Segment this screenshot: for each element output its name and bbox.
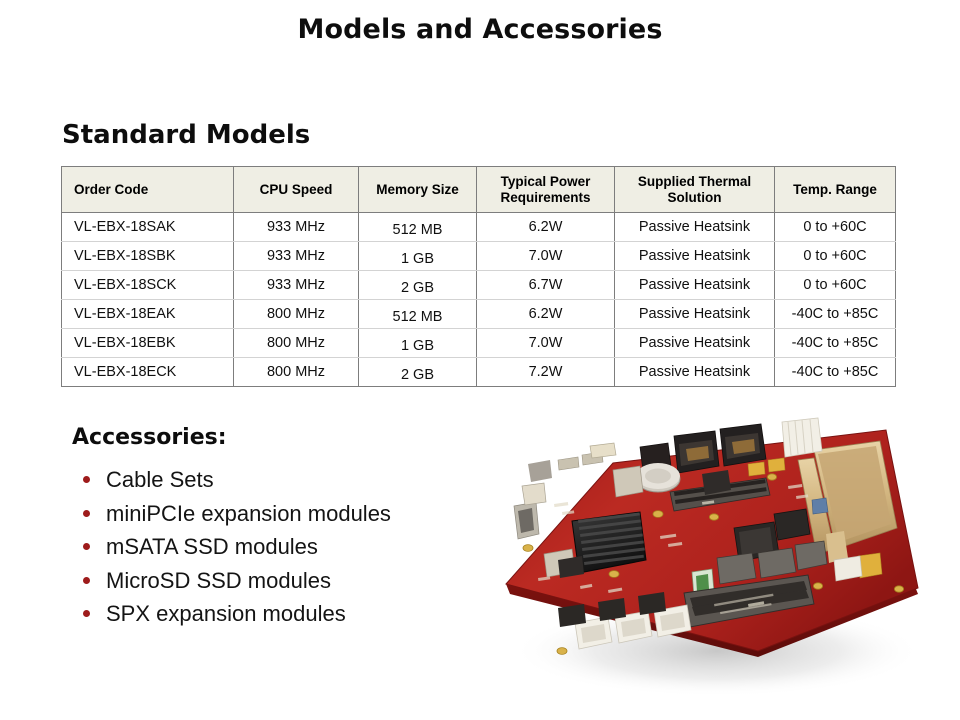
- table-header-row: Order Code CPU Speed Memory Size Typical…: [61, 166, 896, 213]
- cell-cpu-speed: 933 MHz: [233, 241, 359, 271]
- accessories-heading: Accessories:: [72, 425, 227, 450]
- cell-order-code: VL-EBX-18EBK: [61, 328, 234, 358]
- cell-power: 6.2W: [476, 299, 615, 329]
- list-item-label: miniPCIe expansion modules: [106, 500, 391, 526]
- header-line-1: Typical Power: [500, 173, 591, 189]
- cell-temp-range: 0 to +60C: [774, 241, 896, 271]
- cell-memory-size: 1 GB: [358, 328, 477, 358]
- bullet-icon: [83, 543, 90, 550]
- cell-cpu-speed: 933 MHz: [233, 212, 359, 242]
- list-item-label: MicroSD SSD modules: [106, 567, 331, 593]
- cell-order-code: VL-EBX-18SAK: [61, 212, 234, 242]
- column-header-supplied-thermal: Supplied Thermal Solution: [614, 166, 775, 213]
- cell-temp-range: -40C to +85C: [774, 328, 896, 358]
- sata-connectors: [574, 604, 692, 650]
- table-row: VL-EBX-18SBK 933 MHz 1 GB 7.0W Passive H…: [61, 241, 896, 271]
- list-item-label: mSATA SSD modules: [106, 534, 318, 559]
- cell-order-code: VL-EBX-18SCK: [61, 270, 234, 300]
- cpu-heatsink: [571, 511, 647, 574]
- column-header-typical-power: Typical Power Requirements: [476, 166, 615, 213]
- cell-power: 7.0W: [476, 328, 615, 358]
- table-row: VL-EBX-18SAK 933 MHz 512 MB 6.2W Passive…: [61, 212, 896, 242]
- left-edge-io: [513, 460, 552, 540]
- list-item-label: SPX expansion modules: [106, 601, 346, 626]
- single-board-computer-photo: [462, 408, 940, 708]
- table-row: VL-EBX-18SCK 933 MHz 2 GB 6.7W Passive H…: [61, 270, 896, 300]
- coin-cell-battery: [635, 463, 681, 493]
- cell-order-code: VL-EBX-18ECK: [61, 357, 234, 387]
- cell-temp-range: 0 to +60C: [774, 270, 896, 300]
- cell-power: 7.2W: [476, 357, 615, 387]
- cell-thermal: Passive Heatsink: [614, 299, 775, 329]
- bullet-icon: [83, 476, 90, 483]
- cell-thermal: Passive Heatsink: [614, 357, 775, 387]
- cell-power: 6.7W: [476, 270, 615, 300]
- cell-power: 7.0W: [476, 241, 615, 271]
- section-heading-standard-models: Standard Models: [62, 120, 311, 150]
- list-item: mSATA SSD modules: [78, 530, 391, 564]
- cell-cpu-speed: 800 MHz: [233, 328, 359, 358]
- cell-power: 6.2W: [476, 212, 615, 242]
- list-item: SPX expansion modules: [78, 597, 391, 631]
- cell-thermal: Passive Heatsink: [614, 270, 775, 300]
- cell-cpu-speed: 800 MHz: [233, 299, 359, 329]
- cell-memory-size: 2 GB: [358, 270, 477, 300]
- table-row: VL-EBX-18ECK 800 MHz 2 GB 7.2W Passive H…: [61, 357, 896, 387]
- column-header-cpu-speed: CPU Speed: [233, 166, 359, 213]
- standard-models-table: Order Code CPU Speed Memory Size Typical…: [61, 166, 896, 387]
- cell-memory-size: 2 GB: [358, 357, 477, 387]
- column-header-temp-range: Temp. Range: [774, 166, 896, 213]
- page-title: Models and Accessories: [297, 14, 663, 45]
- cell-cpu-speed: 800 MHz: [233, 357, 359, 387]
- cell-thermal: Passive Heatsink: [614, 328, 775, 358]
- list-item-label: Cable Sets: [106, 467, 214, 492]
- board-chips: [543, 465, 828, 585]
- header-line-2: Requirements: [500, 189, 591, 205]
- accessories-list: Cable Sets miniPCIe expansion modules mS…: [78, 463, 391, 631]
- cell-memory-size: 512 MB: [358, 299, 477, 329]
- column-header-memory-size: Memory Size: [358, 166, 477, 213]
- cell-temp-range: 0 to +60C: [774, 212, 896, 242]
- table-row: VL-EBX-18EBK 800 MHz 1 GB 7.0W Passive H…: [61, 328, 896, 358]
- cell-order-code: VL-EBX-18EAK: [61, 299, 234, 329]
- cell-order-code: VL-EBX-18SBK: [61, 241, 234, 271]
- list-item: miniPCIe expansion modules: [78, 497, 391, 531]
- list-item: MicroSD SSD modules: [78, 564, 391, 598]
- cell-temp-range: -40C to +85C: [774, 357, 896, 387]
- bullet-icon: [83, 576, 90, 584]
- column-header-order-code: Order Code: [61, 166, 234, 213]
- cell-memory-size: 512 MB: [358, 212, 477, 242]
- cell-temp-range: -40C to +85C: [774, 299, 896, 329]
- list-item: Cable Sets: [78, 463, 391, 497]
- cell-cpu-speed: 933 MHz: [233, 270, 359, 300]
- table-row: VL-EBX-18EAK 800 MHz 512 MB 6.2W Passive…: [61, 299, 896, 329]
- cell-memory-size: 1 GB: [358, 241, 477, 271]
- ide-connector: [683, 574, 815, 628]
- cell-thermal: Passive Heatsink: [614, 212, 775, 242]
- header-line-2: Solution: [667, 189, 722, 205]
- cell-thermal: Passive Heatsink: [614, 241, 775, 271]
- header-line-1: Supplied Thermal: [637, 173, 752, 189]
- bullet-icon: [83, 610, 90, 617]
- mounting-holes: [522, 473, 904, 655]
- power-connector: [781, 417, 823, 458]
- ethernet-jacks: [673, 423, 767, 474]
- bullet-icon: [83, 509, 90, 517]
